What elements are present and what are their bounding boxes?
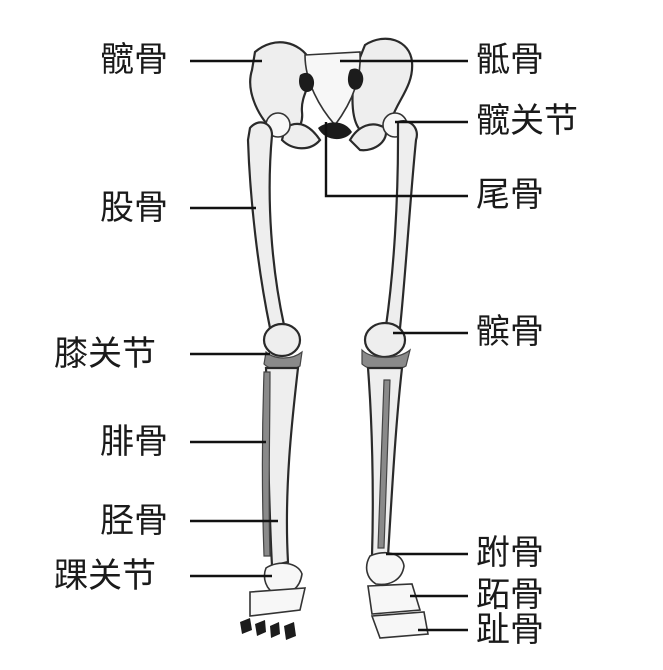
label-hip-bone: 髋骨 (100, 40, 168, 80)
left-knee (262, 322, 303, 371)
pelvis-shadow-2 (347, 68, 364, 90)
coccyx-shadow (318, 122, 352, 140)
label-tarsal: 跗骨 (476, 533, 544, 573)
left-foot (240, 562, 307, 640)
right-foot (365, 552, 429, 639)
left-tibia (264, 366, 300, 568)
left-fibula (261, 371, 271, 557)
label-femur: 股骨 (100, 188, 168, 228)
right-knee (361, 321, 412, 371)
label-metatarsal: 跖骨 (476, 575, 544, 615)
pelvis-shadow-1 (299, 72, 315, 93)
label-coccyx: 尾骨 (476, 175, 544, 215)
coccyx-leader (324, 122, 468, 198)
right-femur (384, 120, 418, 330)
left-femur (246, 121, 286, 330)
label-hip-joint: 髋关节 (476, 101, 578, 141)
pelvis (249, 37, 414, 152)
right-fibula (377, 379, 391, 549)
left-ilium (249, 41, 313, 136)
label-phalanges: 趾骨 (476, 610, 544, 650)
label-patella: 髌骨 (476, 312, 544, 352)
label-fibula: 腓骨 (100, 422, 168, 462)
label-ankle-joint: 踝关节 (54, 556, 156, 596)
label-knee-joint: 膝关节 (54, 334, 156, 374)
label-sacrum: 骶骨 (476, 40, 544, 80)
label-tibia: 胫骨 (100, 501, 168, 541)
